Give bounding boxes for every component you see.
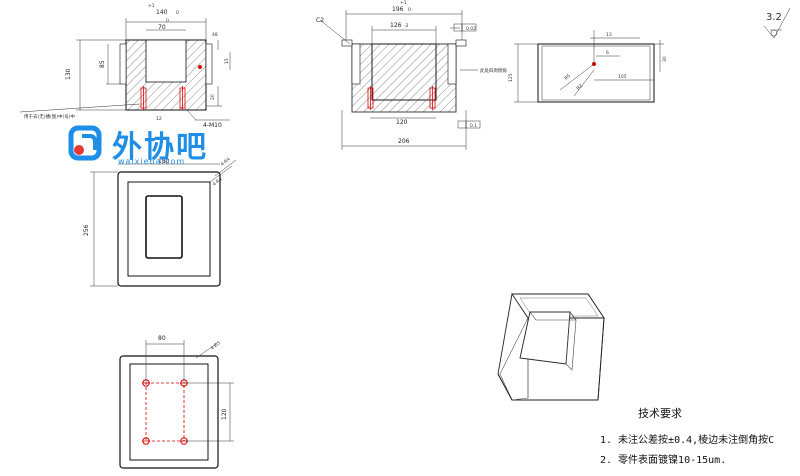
- front-dim-12: 12: [156, 116, 162, 122]
- side-view: 13 6 30 105 125 R5 R2: [508, 30, 668, 103]
- section-dim-width: 196: [392, 6, 404, 13]
- front-dim-width: 140: [156, 9, 168, 16]
- watermark-logo: 外协吧 waixieba.com: [68, 122, 218, 170]
- section-dim-206: 206: [398, 138, 410, 145]
- bottom-dim-80: 80: [158, 335, 166, 342]
- top-label-r4: 4-R4: [220, 156, 232, 167]
- front-dim-15: 15: [224, 58, 230, 64]
- front-dim-20: 20: [210, 94, 216, 100]
- side-dim-r5: R5: [563, 73, 572, 82]
- roughness-value: 3.2: [766, 12, 782, 23]
- front-thread: 4-M10: [203, 122, 222, 129]
- watermark-url: waixieba.com: [118, 157, 186, 166]
- front-tol-bottom: 0: [176, 10, 179, 16]
- side-dim-r2: R2: [575, 83, 584, 92]
- watermark-text: 外协吧: [112, 130, 208, 165]
- logo-mark-icon: [68, 125, 102, 161]
- top-dim-width: 180: [158, 158, 170, 165]
- section-chamfer: C2: [316, 17, 324, 24]
- section-view: C2 +1 196 0 126 -2 0.02 0.1 120 206 此处四周…: [316, 0, 507, 150]
- front-dim-48: 48: [212, 32, 218, 38]
- section-dim-inner: 126: [390, 22, 402, 29]
- section-note: 此处四周倒角: [480, 67, 507, 74]
- front-dim-inner: 70: [158, 24, 166, 31]
- section-tol-bottom: 0: [408, 7, 411, 13]
- section-flatness-2: 0.1: [470, 123, 477, 129]
- front-view: +1 140 0 0 70 130 85 48 15 20 12 4-M10 用…: [19, 3, 231, 129]
- tech-requirement-2: 2. 零件表面镀镍10-15um.: [600, 455, 727, 466]
- section-dim-inner-tol: -2: [404, 23, 409, 29]
- front-dim-height: 130: [65, 68, 72, 80]
- front-tol-bottom2: 0: [166, 18, 169, 24]
- section-dim-120: 120: [396, 119, 408, 126]
- section-tol-top: +1: [400, 0, 407, 6]
- side-dim-30: 30: [662, 56, 668, 62]
- bottom-holes-label: 4-Ø5: [209, 339, 222, 351]
- front-dim-85: 85: [99, 60, 106, 68]
- tech-requirements-title: 技术要求: [638, 407, 682, 420]
- bottom-dim-120: 120: [221, 408, 228, 420]
- isometric-view: [497, 293, 605, 401]
- section-flatness: 0.02: [466, 26, 476, 32]
- side-dim-6: 6: [606, 50, 609, 56]
- top-dim-height: 256: [83, 224, 90, 236]
- bottom-view: 80 120 4-Ø5: [119, 335, 234, 469]
- top-view: 256 180 4-R4 4-R4: [83, 156, 237, 287]
- side-dim-125: 125: [508, 73, 514, 82]
- roughness-symbol: 3.2: [763, 7, 791, 39]
- tech-requirement-1: 1. 未注公差按±0.4,棱边未注倒角按C: [600, 435, 775, 446]
- mount-holes: [142, 379, 188, 445]
- top-label-r4b: 4-R4: [212, 176, 224, 187]
- side-dim-13: 13: [606, 32, 612, 38]
- front-note: 用于去(无)槽(图)中(号)中: [24, 113, 76, 120]
- front-tol-top: +1: [148, 3, 155, 9]
- side-dim-105: 105: [618, 74, 627, 80]
